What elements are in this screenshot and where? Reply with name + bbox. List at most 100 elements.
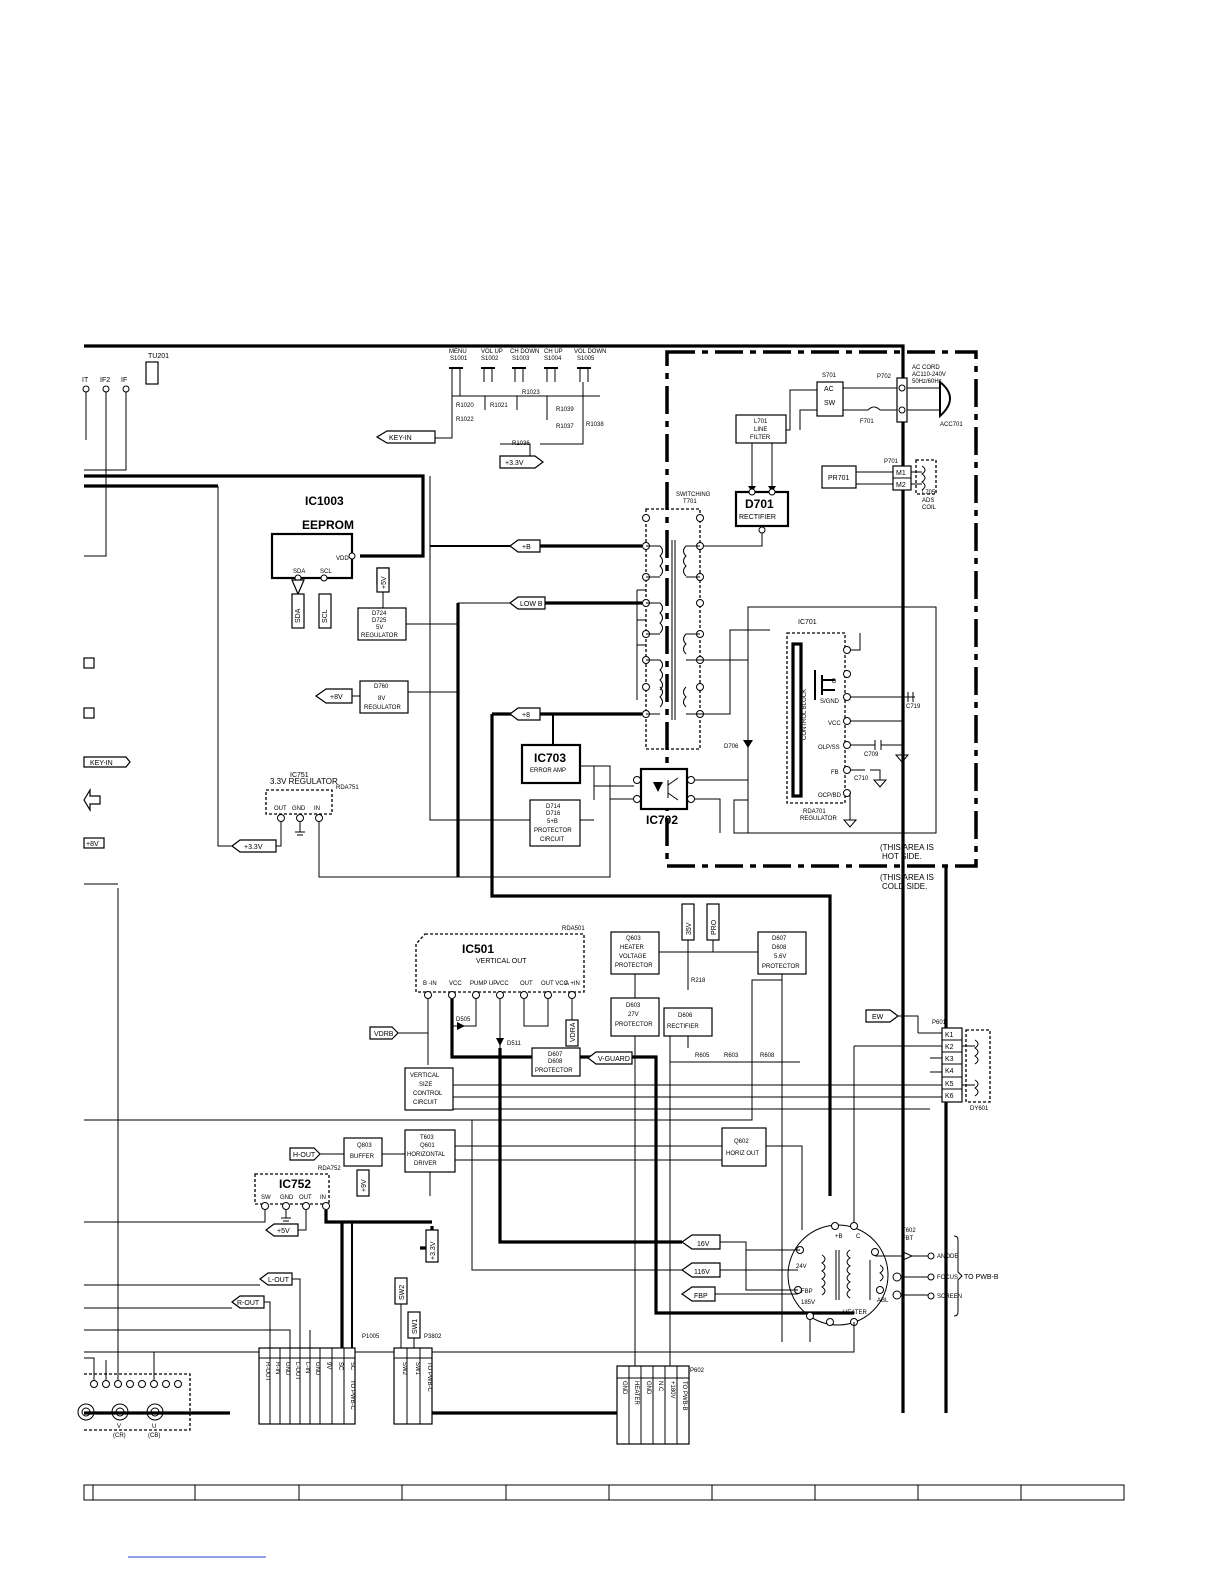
ic501-pin6-name: OUT VCC — [541, 981, 569, 987]
eeprom-pin-vdd: VDD — [336, 556, 349, 562]
ic751-rda: RDA751 — [336, 785, 359, 791]
horizout-line1: Q602 — [734, 1139, 749, 1145]
fbt-inner-heater: HEATER — [843, 1310, 868, 1316]
defl-pin-k2: K2 — [945, 1044, 954, 1051]
eeprom-supply-label: +5V — [381, 576, 388, 589]
d606-line2: RECTIFIER — [667, 1024, 699, 1030]
power-supply: S701 AC SW F701 P702 AC CORD AC110-240V … — [456, 350, 978, 1196]
fbt-connector-p602: P602 +180V N.C GND HEATER GND TO PWB-B — [616, 1365, 705, 1445]
fbt-inner-plusb: +B — [835, 1234, 843, 1240]
p602-pin-180v: +180V — [669, 1381, 675, 1399]
protector-network: Q603 HEATER VOLTAGE PROTECTOR 35V PRO R2… — [610, 903, 807, 1366]
tuner-pin-it: IT — [82, 377, 89, 384]
ic751-name: 3.3V REGULATOR — [270, 777, 338, 786]
degauss-coil-line1: ADS — [922, 498, 934, 504]
p1005-pin-rout: R-OUT — [264, 1362, 270, 1381]
regulator-ic751: IC751 3.3V REGULATOR RDA751 OUT GND IN +… — [231, 765, 611, 878]
cold-note-line2: COLD SIDE. — [882, 882, 927, 891]
key-label-ch-up: CH UP — [544, 349, 563, 355]
p1005-pin-gnd2: GND — [314, 1362, 320, 1376]
board-outline — [84, 344, 948, 1415]
key-ref-s1001: S1001 — [450, 356, 468, 362]
fbt-inner-abl: ABL — [877, 1298, 889, 1304]
ic752-pin-in: IN — [320, 1195, 326, 1201]
vertical-size-control: VERTICAL SIZE CONTROL CIRCUIT — [84, 979, 930, 1121]
fbt-focus-label: FOCUS — [937, 1275, 958, 1281]
key-ref-s1002: S1002 — [481, 356, 499, 362]
fbt-screen-label: SCREEN — [937, 1294, 962, 1300]
d56-line3: 5.6V — [774, 954, 786, 960]
reg5v-line1: D724 — [372, 611, 387, 617]
degauss-coil-line2: COIL — [922, 505, 937, 511]
defl-conn-ref: P601 — [932, 1020, 947, 1026]
regulator-5v: D724 D725 5V REGULATOR — [357, 607, 407, 641]
psu-out-plus-b: +B — [522, 544, 531, 551]
ic701-pin-olpss: OLP/SS — [818, 745, 840, 751]
d56-line1: D607 — [772, 936, 787, 942]
av-cr-label: (CR) — [113, 1433, 126, 1439]
hot-note-line2: HOT SIDE. — [882, 852, 922, 861]
defl-pin-k1: K1 — [945, 1032, 954, 1039]
resistor-r1036: R1036 — [512, 441, 530, 447]
left-key-in-label: KEY-IN — [90, 760, 113, 767]
eeprom-ref: IC1003 — [305, 494, 344, 508]
driver-line3: HORIZONTAL — [407, 1152, 446, 1158]
ic752-pin-sw: SW — [261, 1195, 271, 1201]
vsize-line2: SIZE — [419, 1082, 432, 1088]
defl-pin-k3: K3 — [945, 1056, 954, 1063]
p602-pin-heater: HEATER — [633, 1381, 639, 1406]
p602-pin-gnd1: GND — [645, 1381, 651, 1395]
transformer-line1: SWITCHING — [676, 492, 711, 498]
ic701-pin-d: D — [832, 679, 837, 685]
deflection-connector-p601: EW P601 K1 K2 K3 K4 K5 K6 DY601 — [853, 1009, 991, 1226]
ic701-pin-ocpbd: OCP/BD — [818, 793, 842, 799]
ic752-pin-out: OUT — [299, 1195, 312, 1201]
resistor-r1021: R1021 — [490, 403, 508, 409]
degauss-conn-p701: P701 — [884, 459, 899, 465]
driver-line4: DRIVER — [414, 1161, 437, 1167]
prot-line2: D716 — [546, 811, 561, 817]
p1005-pin-rin: R-IN — [274, 1362, 280, 1374]
degauss-m1: M1 — [896, 470, 906, 477]
p1005-to-label: TO PWB-C — [349, 1380, 355, 1411]
tuner-pin-if: IF — [121, 377, 127, 384]
resistor-r605: R605 — [695, 1053, 710, 1059]
eeprom-pin-sda: SDA — [293, 569, 305, 575]
reg5v-line3: 5V — [376, 625, 383, 631]
vsize-line3: CONTROL — [413, 1091, 443, 1097]
prot-line3: 5+B — [547, 819, 558, 825]
d607prot-line3: PROTECTOR — [535, 1068, 573, 1074]
acc701-label: ACC701 — [940, 422, 963, 428]
ac-cord-spec1: AC110-240V — [912, 372, 946, 378]
ic751-out-label: +3.3V — [244, 844, 263, 851]
psu-out-plus8: +8 — [522, 712, 530, 719]
reg8v-line3: REGULATOR — [364, 705, 401, 711]
fbt-to-label: TO PWB-B — [964, 1274, 999, 1281]
eeprom-name: EEPROM — [302, 518, 354, 532]
ac-cord-label: AC CORD — [912, 365, 940, 371]
vguard-label: V-GUARD — [598, 1056, 630, 1063]
key-switch-matrix: MENU VOL UP CH DOWN CH UP VOL DOWN S1001… — [375, 349, 606, 469]
ic701-ref: IC701 — [798, 619, 817, 626]
ic751-pin-gnd: GND — [292, 806, 306, 812]
ac-sw-line1: AC — [824, 386, 834, 393]
v33-label: +3.3V — [430, 1241, 437, 1260]
key-in-label: KEY-IN — [389, 435, 412, 442]
ac-sw-line2: SW — [824, 400, 836, 407]
key-supply-label: +3.3V — [505, 460, 524, 467]
audio-connector-p1005: L-OUT R-OUT P1005 R-OUT R-IN GND L-OUT L… — [84, 1272, 380, 1425]
fbt-name: FBT — [902, 1236, 914, 1242]
key-label-vol-down: VOL DOWN — [574, 349, 606, 355]
sw2-label: SW2 — [399, 1285, 406, 1300]
degauss-coil-ref: L705 — [922, 490, 936, 496]
ic701-block-label: CONTROL BLOCK — [802, 689, 808, 740]
p1005-ref: P1005 — [362, 1334, 380, 1340]
fbt-ref: T602 — [902, 1228, 916, 1234]
rectifier-ref: D701 — [745, 497, 774, 511]
buffer-line1: Q803 — [357, 1143, 372, 1149]
bottom-grid-ruler — [83, 1484, 1125, 1558]
component-video-inputs: V U (CR) (CB) — [77, 883, 191, 1439]
resistor-r1023: R1023 — [522, 390, 540, 396]
p3802-ref: P3802 — [424, 1334, 442, 1340]
ic752-rda: RDA752 — [318, 1166, 341, 1172]
